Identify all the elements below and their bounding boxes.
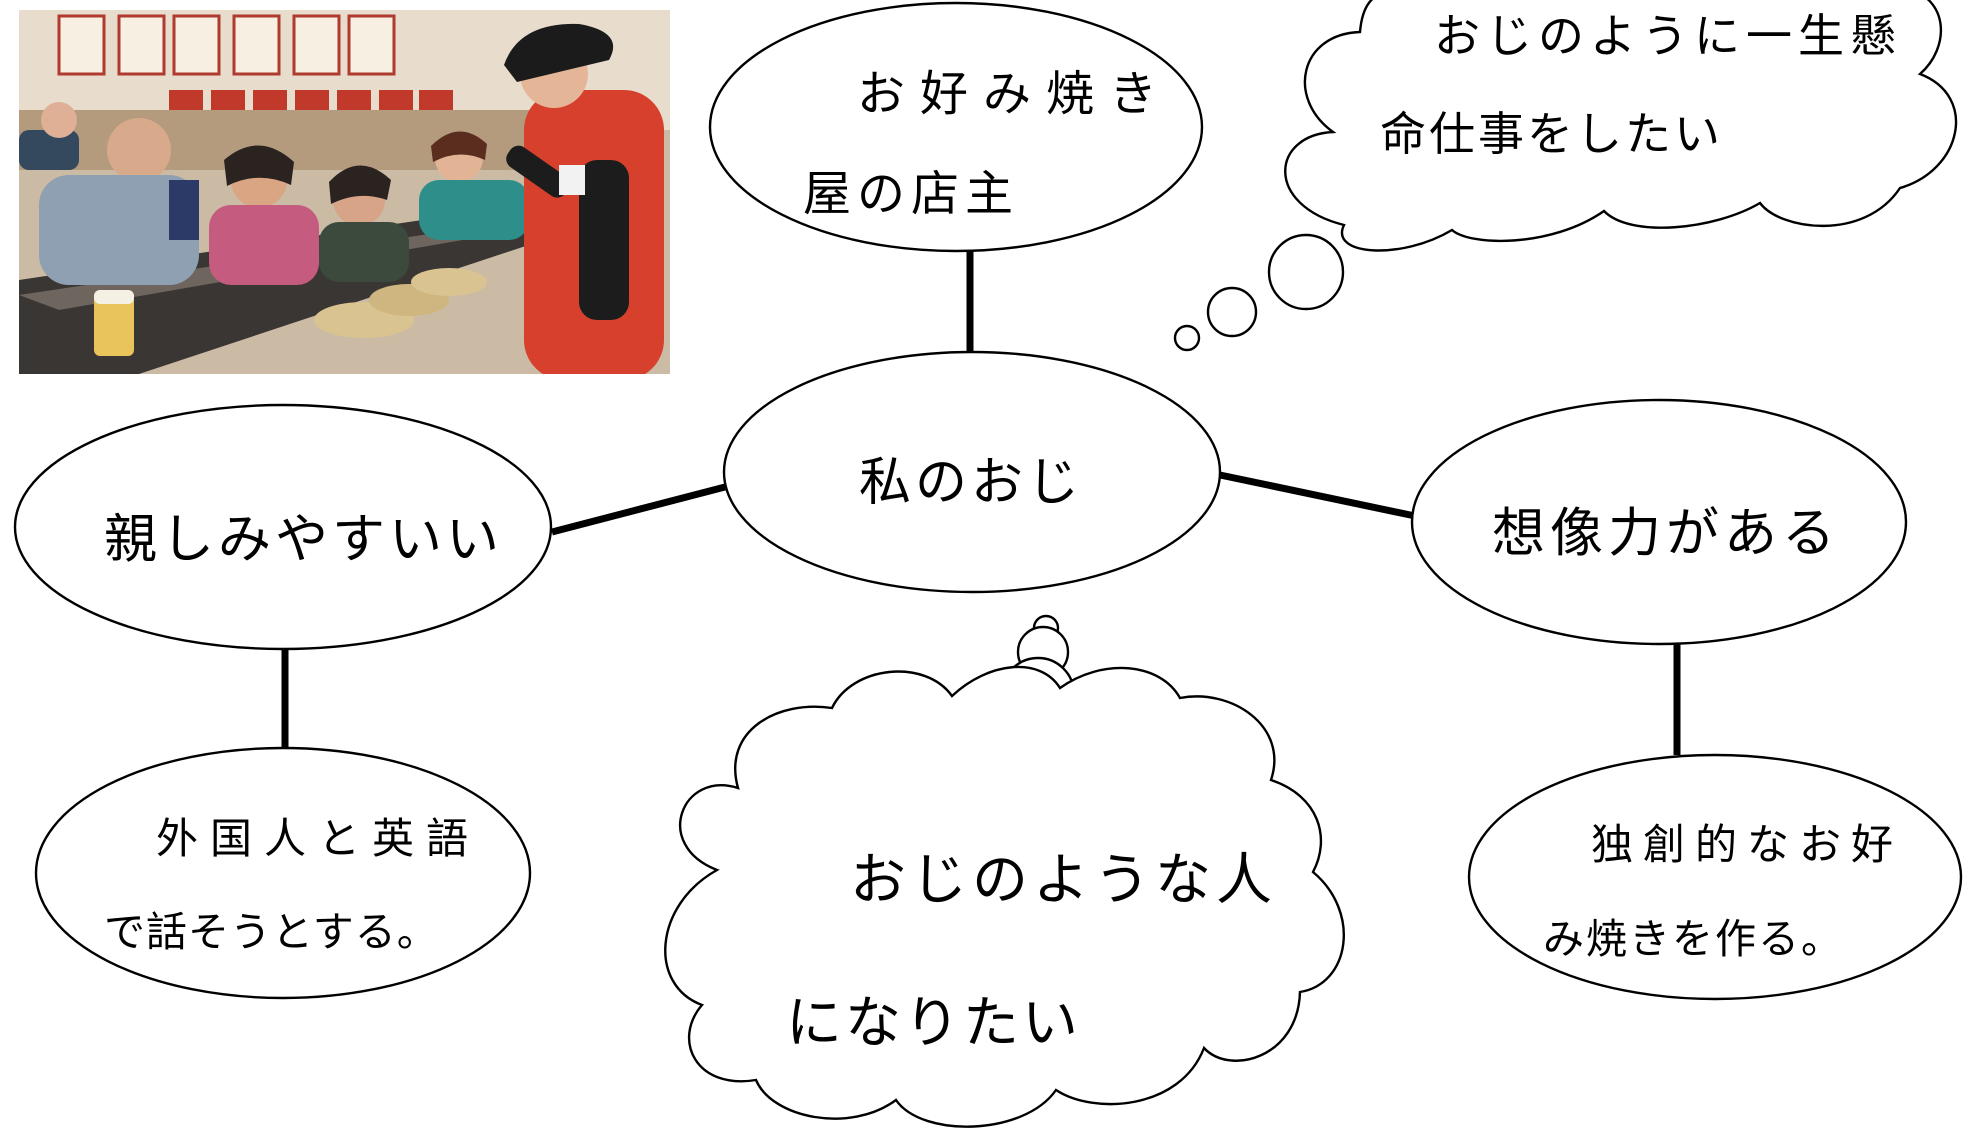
thought-top-line-1: おじのように一生懸: [1434, 9, 1902, 63]
center-node-label: 私のおじ: [859, 453, 1084, 513]
foreigners-node-line-1: 外国人と英語: [156, 814, 481, 863]
friendly-node-label: 親しみやすいい: [104, 509, 503, 570]
thought-top-line-2: 命仕事をしたい: [1380, 107, 1723, 161]
connector-center-imaginative: [1219, 471, 1416, 520]
okonomiyaki-restaurant-photo: [19, 10, 670, 374]
photo-illustration: [19, 10, 670, 374]
thought-bottom-line-2: になりたい: [786, 991, 1081, 1056]
foreigners-node-line-2: で話そうとする。: [104, 908, 439, 956]
imaginative-node: [1410, 398, 1908, 646]
thought-cloud-bottom: [664, 614, 1345, 1128]
original-node: [1467, 753, 1963, 1001]
imaginative-node-label: 想像力がある: [1492, 503, 1840, 564]
foreigners-node: [34, 746, 532, 1000]
original-node-line-1: 独創的なお好: [1591, 820, 1904, 869]
thought-cloud-top: [1173, 0, 1958, 352]
thought-bottom-line-1: おじのような人: [850, 848, 1277, 913]
connector-center-friendly: [551, 483, 726, 536]
center-node: [722, 350, 1222, 594]
job-node-line-2: 屋の店主: [803, 166, 1020, 222]
job-node-line-1: お好み焼き: [857, 66, 1173, 122]
original-node-line-2: み焼きを作る。: [1543, 915, 1844, 963]
friendly-node: [13, 403, 553, 651]
job-node: [708, 1, 1204, 253]
